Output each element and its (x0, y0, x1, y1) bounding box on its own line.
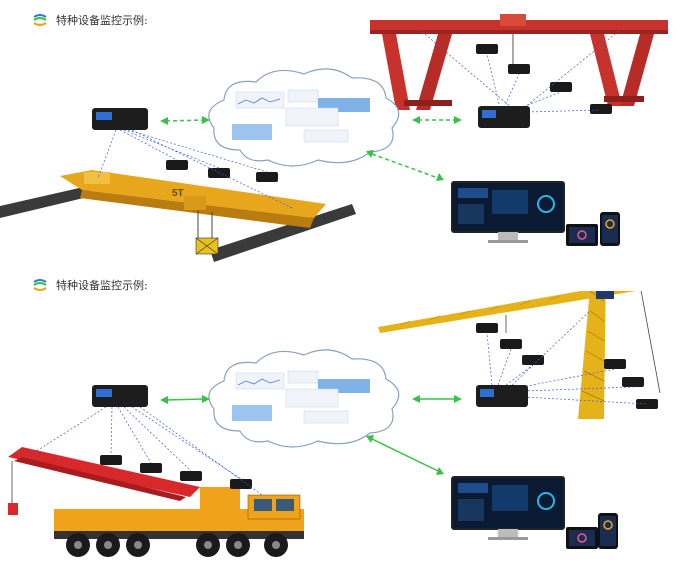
tower-sensor-links (486, 310, 647, 405)
tower-sensors (476, 323, 658, 409)
diagram-canvas (8, 291, 661, 557)
truck-sensor-links (29, 406, 263, 496)
sensor-icon (550, 82, 572, 92)
sensor-icon (100, 455, 122, 465)
tower-crane (378, 291, 661, 419)
sensor-icon (590, 104, 612, 114)
cloud-icon (208, 68, 400, 167)
gantry-sensor-links (419, 29, 621, 113)
sensor-icon (604, 359, 626, 369)
sensor-icon (500, 339, 522, 349)
truck-crane (8, 447, 304, 557)
monitor-icon (451, 181, 565, 243)
bridge-sensor-links (97, 129, 293, 209)
sensor-icon (476, 44, 498, 54)
truck-sensors (100, 455, 252, 489)
sensor-icon (230, 479, 252, 489)
monitor-icon (451, 476, 565, 540)
logo-icon (33, 14, 47, 26)
diagram-canvas: 5T (0, 14, 668, 262)
cloud-icon (208, 349, 400, 448)
sensor-icon (166, 160, 188, 170)
gateway-box-icon (92, 108, 148, 130)
sensor-icon (636, 399, 658, 409)
sensor-icon (508, 64, 530, 74)
crane-capacity-label: 5T (172, 188, 184, 199)
gateway-box-icon (476, 385, 528, 407)
gateway-box-icon (478, 106, 530, 128)
tablet-icon (566, 527, 598, 549)
tablet-icon (566, 224, 598, 246)
sensor-icon (208, 168, 230, 178)
phone-icon (600, 212, 620, 246)
section-title: 特种设备监控示例: (32, 12, 148, 28)
gantry-sensors (476, 44, 612, 114)
sensor-icon (622, 377, 644, 387)
sensor-icon (476, 323, 498, 333)
section-title-text: 特种设备监控示例: (56, 279, 148, 292)
logo-icon (33, 279, 47, 291)
phone-icon (598, 513, 618, 549)
section-tower-truck: 特种设备监控示例: (0, 279, 678, 582)
section-overhead-gantry: 特种设备监控示例: (0, 12, 668, 262)
gantry-crane (370, 14, 668, 110)
link-arrows (160, 395, 462, 475)
sensor-icon (256, 172, 278, 182)
gateway-box-icon (92, 385, 148, 407)
sensor-icon (522, 355, 544, 365)
link-arrows (160, 116, 462, 181)
section-title: 特种设备监控示例: (32, 277, 148, 293)
section-title-text: 特种设备监控示例: (56, 14, 148, 27)
sensor-icon (140, 463, 162, 473)
sensor-icon (180, 471, 202, 481)
bridge-sensors (166, 160, 278, 182)
bridge-crane (0, 170, 356, 262)
